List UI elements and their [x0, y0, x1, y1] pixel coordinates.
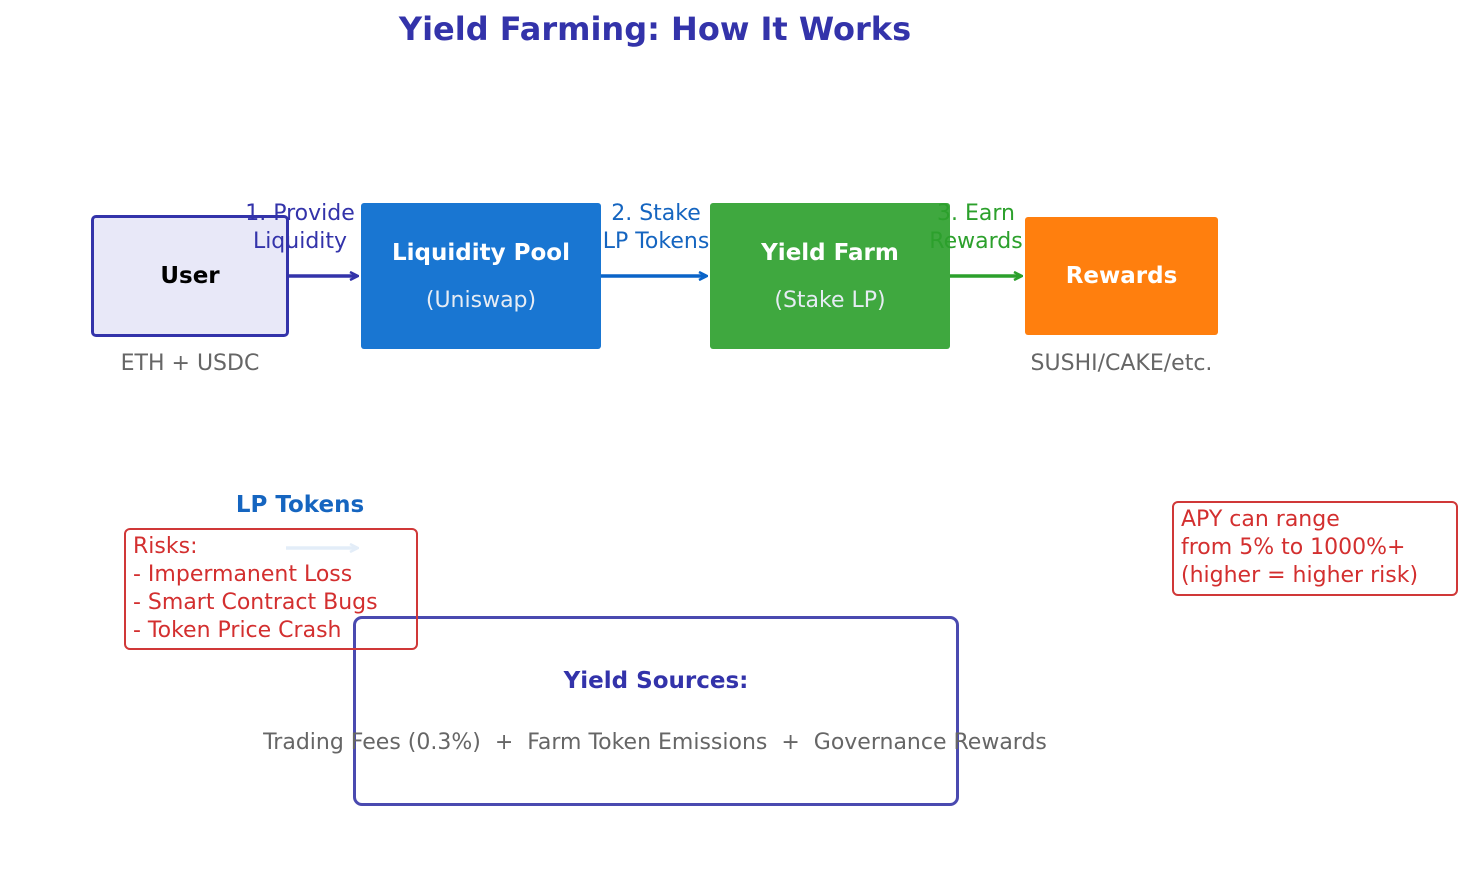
- diagram-title: Yield Farming: How It Works: [398, 10, 912, 48]
- apy-note-line: (higher = higher risk): [1181, 563, 1419, 588]
- apy-note-line: APY can range: [1181, 507, 1340, 532]
- liquidity-pool-label: Liquidity Pool: [392, 239, 570, 266]
- risk-item: - Impermanent Loss: [133, 562, 353, 587]
- rewards-caption: SUSHI/CAKE/etc.: [1030, 351, 1213, 376]
- yield-farm-label: Yield Farm: [761, 239, 899, 266]
- lp-tokens-label: LP Tokens: [235, 492, 365, 518]
- apy-note-line: from 5% to 1000%+: [1181, 535, 1406, 560]
- user-node-label: User: [160, 263, 220, 289]
- step-3-label: 3. Earn Rewards: [896, 200, 1056, 256]
- step-1-line-2: Liquidity: [252, 229, 348, 254]
- yield-farm-node: Yield Farm (Stake LP): [710, 203, 950, 349]
- rewards-node-label: Rewards: [1065, 263, 1178, 289]
- risk-item: - Token Price Crash: [133, 618, 342, 643]
- step-2-line-2: LP Tokens: [602, 229, 710, 254]
- step-1-line-1: 1. Provide: [245, 201, 355, 226]
- risk-item: - Smart Contract Bugs: [133, 590, 378, 615]
- yield-sources-box: [353, 616, 959, 806]
- step-2-line-1: 2. Stake: [611, 201, 701, 226]
- step-1-label: 1. Provide Liquidity: [220, 200, 380, 256]
- rewards-node: Rewards: [1025, 217, 1218, 335]
- apy-note-box: APY can range from 5% to 1000%+ (higher …: [1172, 501, 1458, 596]
- step-3-line-1: 3. Earn: [937, 201, 1015, 226]
- yield-farm-sublabel: (Stake LP): [774, 287, 886, 313]
- risks-title: Risks:: [133, 534, 198, 559]
- yield-sources-title: Yield Sources:: [563, 668, 749, 694]
- yield-sources-list: Trading Fees (0.3%) + Farm Token Emissio…: [263, 730, 1047, 755]
- liquidity-pool-node: Liquidity Pool (Uniswap): [361, 203, 601, 349]
- step-2-label: 2. Stake LP Tokens: [575, 200, 737, 256]
- step-3-line-2: Rewards: [929, 229, 1023, 254]
- user-node: User: [91, 215, 289, 337]
- risks-box: Risks: - Impermanent Loss - Smart Contra…: [124, 528, 418, 650]
- user-caption: ETH + USDC: [120, 351, 260, 376]
- liquidity-pool-sublabel: (Uniswap): [425, 287, 537, 313]
